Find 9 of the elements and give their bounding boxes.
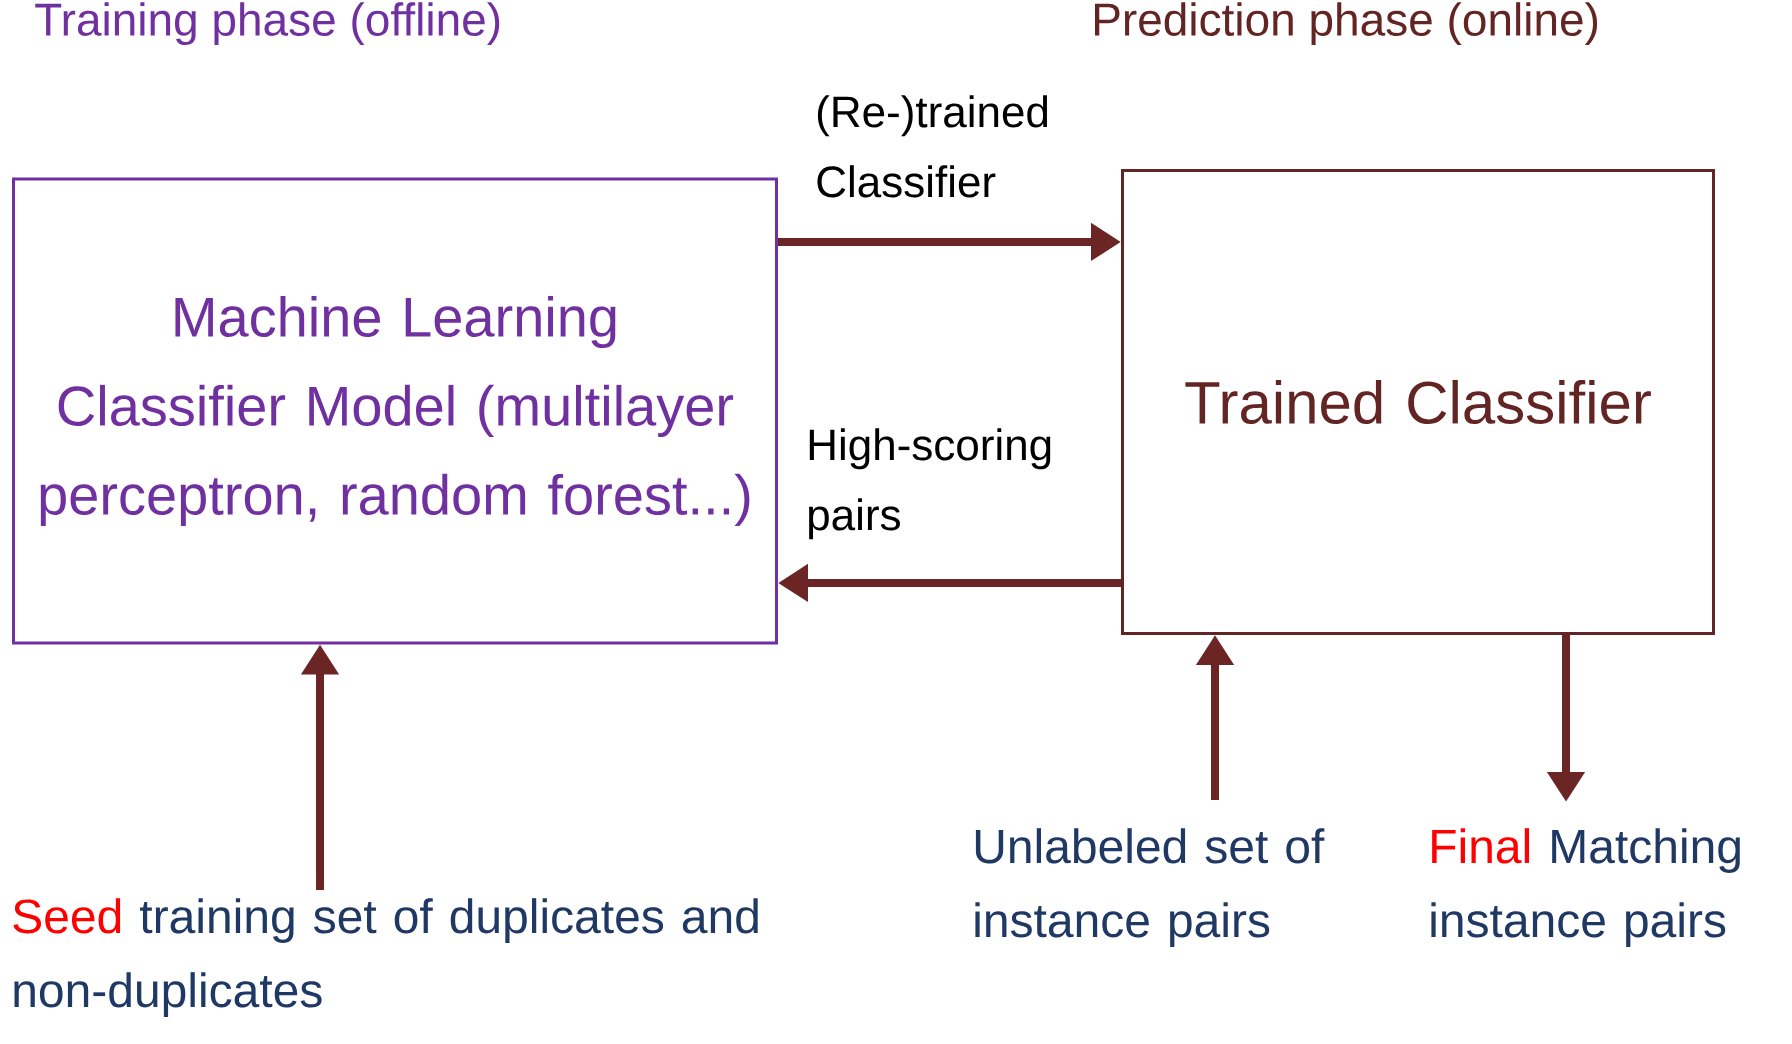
phase-title: Prediction phase (online): [1095, 2, 1598, 46]
classifier-box: Trained Classifier: [1121, 169, 1715, 635]
output-text: Final Matching instance pairs: [1431, 828, 1740, 947]
edge-label: High-scoring pairs: [809, 428, 1051, 540]
phase-title: Training phase (offline): [35, 2, 500, 46]
input-text: Seed training set of duplicates and non-duplicates: [13, 898, 758, 1017]
model-box: Machine Learning Classifier Model (multilayer perceptron, random forest...): [12, 177, 778, 645]
input-text: Unlabeled set of instance pairs: [975, 828, 1325, 947]
edge-label: (Re-)trained Classifier: [817, 95, 1048, 198]
